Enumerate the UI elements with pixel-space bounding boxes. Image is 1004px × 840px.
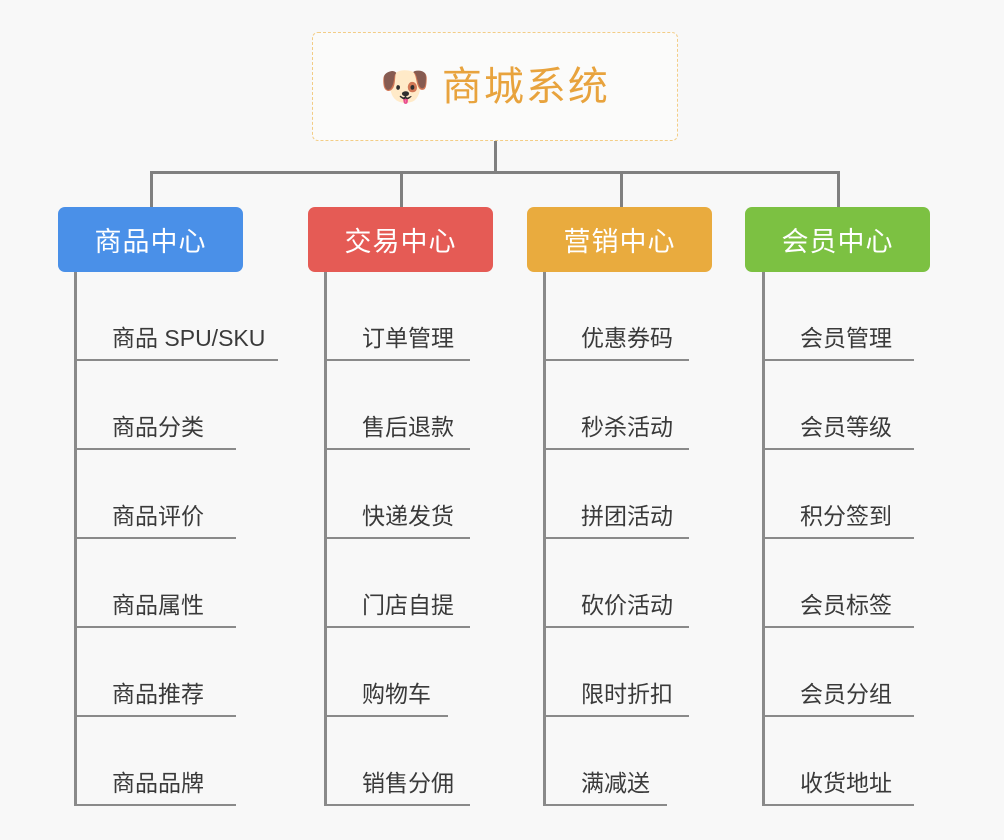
branch-leaf[interactable]: 商品推荐 — [74, 628, 276, 717]
connector-drop-3 — [620, 171, 623, 207]
branch-leaf-label: 会员等级 — [800, 414, 892, 440]
branch-leaf[interactable]: 商品 SPU/SKU — [74, 272, 318, 361]
branch-leaf-label: 收货地址 — [800, 770, 892, 796]
category-label-2: 交易中心 — [344, 227, 457, 257]
branch-leaf[interactable]: 快递发货 — [324, 450, 510, 539]
branch-leaf-underline — [74, 448, 236, 450]
branch-leaf-label: 会员分组 — [800, 681, 892, 707]
branch-leaf-underline — [543, 626, 689, 628]
category-box-3[interactable]: 营销中心 — [527, 207, 712, 272]
branch-leaf-label: 砍价活动 — [581, 592, 673, 618]
branch-leaf-underline — [762, 715, 914, 717]
branch-leaf-underline — [762, 359, 914, 361]
category-label-3: 营销中心 — [563, 227, 676, 257]
branch-leaf-label: 拼团活动 — [581, 503, 673, 529]
branch-leaf[interactable]: 购物车 — [324, 628, 488, 717]
branch-leaf-underline — [74, 537, 236, 539]
branch-leaf[interactable]: 积分签到 — [762, 450, 954, 539]
branch-leaf-underline — [324, 537, 470, 539]
branch-leaf-underline — [762, 448, 914, 450]
root-node[interactable]: 🐶 商城系统 — [312, 32, 678, 141]
branch-leaf[interactable]: 销售分佣 — [324, 717, 510, 806]
connector-drop-2 — [400, 171, 403, 207]
branch-leaf[interactable]: 拼团活动 — [543, 450, 729, 539]
branch-leaf[interactable]: 限时折扣 — [543, 628, 729, 717]
branch-leaf-underline — [762, 537, 914, 539]
branch-leaf-underline — [74, 626, 236, 628]
branch-leaf[interactable]: 商品评价 — [74, 450, 276, 539]
branch-leaf-label: 满减送 — [581, 770, 650, 796]
branch-leaf[interactable]: 门店自提 — [324, 539, 510, 628]
connector-root-stem — [494, 141, 497, 173]
branch-leaf-label: 会员管理 — [800, 325, 892, 351]
branch-leaf-underline — [74, 359, 278, 361]
branch-leaf-underline — [324, 359, 470, 361]
branch-leaf-underline — [762, 804, 914, 806]
branch-leaf-label: 门店自提 — [362, 592, 454, 618]
branch-leaf[interactable]: 会员分组 — [762, 628, 954, 717]
branch-leaf-label: 会员标签 — [800, 592, 892, 618]
branch-leaf-label: 优惠券码 — [581, 325, 673, 351]
connector-horizontal-bus — [150, 171, 840, 174]
category-box-4[interactable]: 会员中心 — [745, 207, 930, 272]
branch-leaf-label: 商品属性 — [112, 592, 204, 618]
branch-leaf-underline — [74, 715, 236, 717]
branch-leaf[interactable]: 商品品牌 — [74, 717, 276, 806]
branch-spine — [324, 272, 327, 806]
branch-leaf-label: 快递发货 — [362, 503, 454, 529]
connector-drop-1 — [150, 171, 153, 207]
branch-leaf-underline — [543, 537, 689, 539]
branch-leaf-underline — [543, 448, 689, 450]
branch-leaf[interactable]: 会员等级 — [762, 361, 954, 450]
branch-leaf-underline — [324, 448, 470, 450]
branch-leaf-label: 购物车 — [362, 681, 431, 707]
branch-leaf-underline — [324, 715, 448, 717]
branch-leaf[interactable]: 商品分类 — [74, 361, 276, 450]
branch-leaf-label: 商品品牌 — [112, 770, 204, 796]
branch-leaf[interactable]: 会员管理 — [762, 272, 954, 361]
branch-leaf-underline — [762, 626, 914, 628]
branch-leaf-underline — [543, 359, 689, 361]
branch-leaf-label: 限时折扣 — [581, 681, 673, 707]
branch-leaf-underline — [324, 626, 470, 628]
branch-spine — [762, 272, 765, 806]
branch-leaf-underline — [543, 804, 667, 806]
category-box-1[interactable]: 商品中心 — [58, 207, 243, 272]
branch-leaf[interactable]: 售后退款 — [324, 361, 510, 450]
branch-leaf-underline — [74, 804, 236, 806]
branch-leaf[interactable]: 砍价活动 — [543, 539, 729, 628]
category-label-4: 会员中心 — [781, 227, 894, 257]
connector-drop-4 — [837, 171, 840, 207]
branch-leaf[interactable]: 商品属性 — [74, 539, 276, 628]
branch-leaf-label: 销售分佣 — [362, 770, 454, 796]
branch-leaf-underline — [324, 804, 470, 806]
branch-leaf-underline — [543, 715, 689, 717]
branch-leaf[interactable]: 满减送 — [543, 717, 707, 806]
branch-leaf-label: 商品推荐 — [112, 681, 204, 707]
branch-leaf-label: 商品 SPU/SKU — [112, 325, 266, 351]
branch-leaf[interactable]: 订单管理 — [324, 272, 510, 361]
dog-face-icon: 🐶 — [380, 64, 430, 109]
branch-leaf-label: 商品评价 — [112, 503, 204, 529]
branch-leaf-label: 秒杀活动 — [581, 414, 673, 440]
category-label-1: 商品中心 — [94, 227, 207, 257]
branch-spine — [543, 272, 546, 806]
branch-leaf-label: 积分签到 — [800, 503, 892, 529]
branch-leaf-label: 订单管理 — [362, 325, 454, 351]
branch-leaf[interactable]: 收货地址 — [762, 717, 954, 806]
category-box-2[interactable]: 交易中心 — [308, 207, 493, 272]
branch-spine — [74, 272, 77, 806]
branch-leaf[interactable]: 优惠券码 — [543, 272, 729, 361]
branch-leaf[interactable]: 秒杀活动 — [543, 361, 729, 450]
branch-leaf-label: 售后退款 — [362, 414, 454, 440]
branch-leaf[interactable]: 会员标签 — [762, 539, 954, 628]
root-title: 商城系统 — [441, 64, 610, 109]
branch-leaf-label: 商品分类 — [112, 414, 204, 440]
